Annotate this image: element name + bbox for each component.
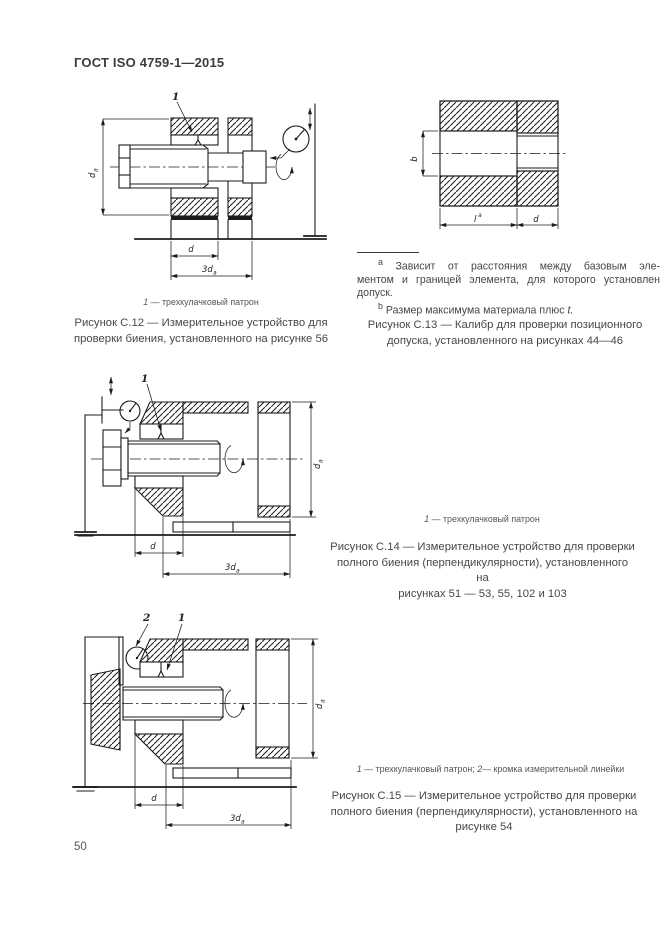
figure-c14-caption: Рисунок С.14 — Измерительное устройство … [330, 541, 635, 600]
svg-text:d: d [150, 542, 156, 552]
callout-1: 1 [172, 91, 193, 133]
figure-c13-caption: Рисунок С.13 — Калибр для проверки позиц… [367, 319, 643, 347]
dimension-3da: 3d a [170, 265, 253, 278]
svg-text:a: a [318, 459, 325, 463]
svg-text:a: a [320, 699, 327, 703]
figure-c12-legend: 1 — трехкулачковый патрон [143, 297, 259, 307]
dimension-3da: 3d a [162, 517, 291, 578]
figure-c14-legend: 1 — трехкулачковый патрон [424, 514, 540, 524]
dimension-b: b [410, 130, 438, 177]
dimension-d: d [134, 489, 184, 557]
tested-part [242, 150, 267, 184]
countersunk-head [90, 668, 121, 751]
dimension-d: d [516, 215, 559, 227]
svg-text:a: a [241, 819, 245, 826]
dimension-da: d a [291, 638, 327, 759]
straightedge-ruler [118, 636, 124, 686]
bolt-head [102, 429, 129, 487]
callout-1: 1 [141, 373, 162, 432]
figure-c13-drawing: b l a d [410, 100, 567, 229]
figure-c15-drawing: d 3d a d a 2 1 [72, 612, 327, 829]
svg-text:d: d [315, 703, 325, 709]
figure-c15-caption: Рисунок С.15 — Измерительное устройство … [330, 790, 638, 834]
footnote-b: b Размер максимума материала плюс t. [378, 301, 574, 317]
footnote-separator [357, 252, 419, 253]
tested-part [257, 401, 291, 518]
svg-text:3d: 3d [225, 563, 236, 573]
datum-stand [74, 376, 124, 537]
base-plate [72, 767, 297, 788]
tested-part [255, 638, 290, 759]
dimension-da: d a [292, 401, 325, 518]
footnote-block: a Зависит от расстояния между базовым эл… [357, 252, 660, 318]
dimension-d: d [170, 241, 253, 280]
svg-text:2: 2 [142, 612, 150, 624]
svg-text:d: d [88, 172, 98, 178]
dimension-l: l a [439, 208, 559, 229]
dimension-da: d a [88, 118, 169, 216]
footnote-a-line1: a Зависит от расстояния между базовым эл… [378, 257, 660, 273]
dial-indicator-icon [119, 400, 141, 434]
base-plate [74, 521, 296, 536]
datum-stand [303, 103, 327, 237]
gauge-body [439, 100, 559, 207]
svg-text:3d: 3d [230, 814, 241, 824]
callout-2: 2 [135, 612, 150, 647]
svg-text:d: d [533, 215, 539, 225]
figure-c12-caption: Рисунок С.12 — Измерительное устройство … [73, 317, 329, 345]
footnote-a-line2: ментом и границей элемента, для которого… [357, 273, 660, 286]
figure-c12-drawing: d a d 3d a 1 [88, 91, 327, 280]
svg-text:d: d [313, 463, 323, 469]
svg-text:1: 1 [178, 612, 185, 624]
figure-c15-legend: 1 — трехкулачковый патрон; 2— кромка изм… [356, 764, 625, 774]
chuck [170, 117, 253, 240]
svg-text:a: a [213, 270, 217, 277]
page-header: ГОСТ ISO 4759-1—2015 [74, 55, 225, 70]
bolt-shank [127, 440, 221, 477]
svg-text:a: a [93, 168, 100, 172]
svg-text:3d: 3d [202, 265, 213, 275]
svg-text:d: d [188, 245, 194, 255]
dimension-3da: 3d a [165, 760, 292, 829]
svg-text:b: b [410, 156, 420, 161]
svg-text:l: l [474, 215, 477, 225]
rotation-arrow-icon [224, 445, 245, 474]
rotation-arrow-icon [275, 154, 294, 180]
dimension-d: d [134, 735, 184, 809]
callout-1: 1 [166, 612, 185, 671]
footnote-a-line3: допуск. [357, 286, 393, 299]
chuck [133, 638, 249, 765]
svg-text:a: a [478, 212, 482, 219]
page-number: 50 [74, 841, 87, 853]
dial-indicator-icon [269, 125, 310, 160]
svg-text:d: d [151, 794, 157, 804]
svg-text:1: 1 [172, 91, 179, 103]
rotation-arrow-icon [224, 689, 245, 718]
svg-text:a: a [236, 568, 240, 575]
chuck [133, 401, 249, 517]
bolt [118, 144, 244, 189]
figure-c14-drawing: d 3d a d a 1 [74, 373, 325, 578]
svg-text:1: 1 [141, 373, 148, 385]
